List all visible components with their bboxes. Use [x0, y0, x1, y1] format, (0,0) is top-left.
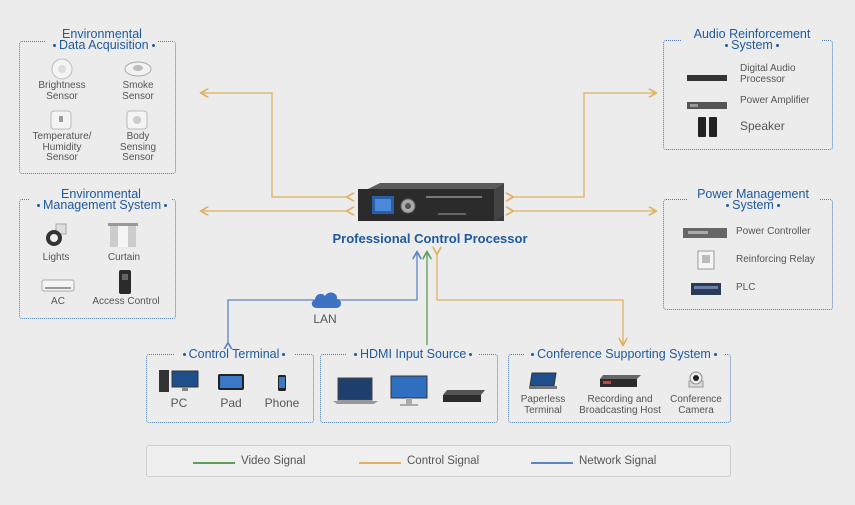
- speaker-icon: [697, 116, 719, 143]
- control-line-env-data: [202, 93, 348, 197]
- control-processor-icon: [356, 181, 506, 228]
- access-control-label: Access Control: [92, 296, 160, 307]
- ac-icon: [41, 279, 75, 298]
- conference-camera-label: Conference Camera: [670, 394, 722, 416]
- brightness-sensor-label: Brightness Sensor: [38, 80, 86, 102]
- legend-control-label: Control Signal: [407, 455, 480, 467]
- media-box-icon: [441, 389, 487, 408]
- plc-icon: [690, 282, 722, 301]
- pc-label: PC: [170, 396, 188, 410]
- laptop-icon: [332, 377, 380, 410]
- plc-label: PLC: [736, 282, 756, 293]
- temp-humidity-sensor-icon: [50, 110, 72, 135]
- legend-video-line: [193, 462, 235, 464]
- recording-host-icon: [599, 374, 643, 393]
- monitor-icon: [390, 375, 428, 412]
- smoke-sensor-icon: [124, 60, 152, 83]
- cloud-icon: [309, 289, 343, 314]
- hdmi-title: HDMI Input Source: [347, 348, 479, 360]
- control-line-conference: [437, 253, 623, 344]
- power-controller-icon: [682, 226, 728, 244]
- legend-video-label: Video Signal: [241, 455, 306, 467]
- digital-audio-processor-icon: [686, 69, 728, 87]
- env-data-title: Environmental Data Acquisition: [46, 28, 158, 51]
- pad-label: Pad: [220, 396, 242, 410]
- lights-icon: [44, 222, 68, 253]
- lan-label: LAN: [313, 312, 337, 326]
- legend-network-label: Network Signal: [579, 455, 657, 467]
- paperless-terminal-label: Paperless Terminal: [520, 394, 566, 416]
- phone-label: Phone: [264, 396, 300, 410]
- power-controller-label: Power Controller: [736, 226, 811, 237]
- access-control-icon: [118, 269, 132, 300]
- reinforcing-relay-icon: [697, 250, 715, 275]
- reinforcing-relay-label: Reinforcing Relay: [736, 254, 815, 265]
- phone-icon: [277, 374, 287, 397]
- legend: Video Signal Control Signal Network Sign…: [146, 445, 731, 477]
- speaker-label: Speaker: [740, 119, 785, 133]
- control-terminal-title: Control Terminal: [174, 348, 294, 360]
- paperless-terminal-icon: [528, 372, 558, 395]
- lights-label: Lights: [42, 252, 70, 263]
- power-title: Power Management System: [687, 188, 819, 211]
- pc-icon: [158, 369, 200, 398]
- curtain-icon: [107, 222, 139, 253]
- temp-humidity-sensor-label: Temperature/ Humidity Sensor: [32, 131, 92, 163]
- processor-label: Professional Control Processor: [332, 231, 528, 246]
- body-sensing-sensor-label: Body Sensing Sensor: [119, 131, 157, 163]
- control-line-audio: [512, 93, 655, 197]
- conference-title: Conference Supporting System: [524, 348, 724, 360]
- legend-control-line: [359, 462, 401, 464]
- conference-camera-icon: [686, 370, 706, 393]
- recording-host-label: Recording and Broadcasting Host: [579, 394, 661, 416]
- ac-label: AC: [51, 296, 65, 307]
- digital-audio-processor-label: Digital Audio Processor: [740, 63, 796, 85]
- legend-network-line: [531, 462, 573, 464]
- audio-title: Audio Reinforcement System: [682, 28, 822, 51]
- power-amplifier-icon: [686, 97, 728, 115]
- pad-icon: [217, 373, 245, 396]
- curtain-label: Curtain: [107, 252, 141, 263]
- body-sensing-sensor-icon: [126, 110, 148, 135]
- env-mgmt-title: Environmental Management System: [30, 188, 172, 211]
- brightness-sensor-icon: [51, 58, 73, 85]
- smoke-sensor-label: Smoke Sensor: [122, 80, 154, 102]
- power-amplifier-label: Power Amplifier: [740, 95, 810, 106]
